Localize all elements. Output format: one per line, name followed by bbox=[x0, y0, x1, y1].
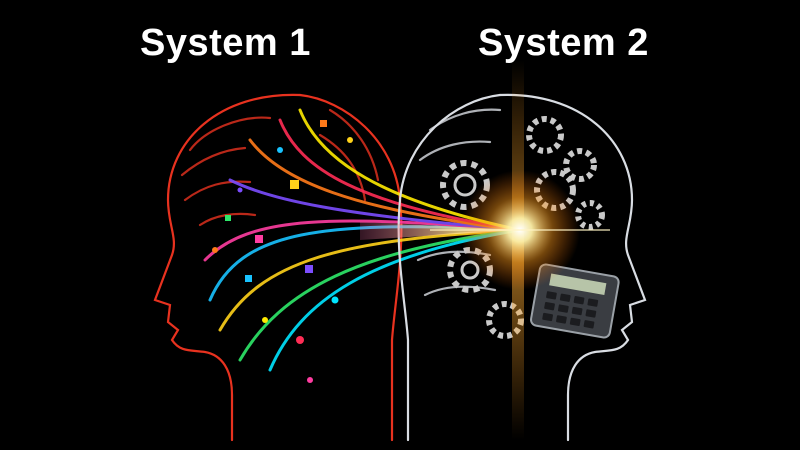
system-1-title: System 1 bbox=[140, 22, 311, 64]
light-beam bbox=[360, 60, 610, 440]
system-2-title: System 2 bbox=[478, 22, 649, 64]
color-particles bbox=[212, 120, 353, 383]
left-head-icon bbox=[153, 93, 403, 442]
calculator-icon bbox=[530, 263, 620, 339]
thought-streams bbox=[203, 108, 522, 372]
right-head-icon bbox=[397, 93, 647, 442]
